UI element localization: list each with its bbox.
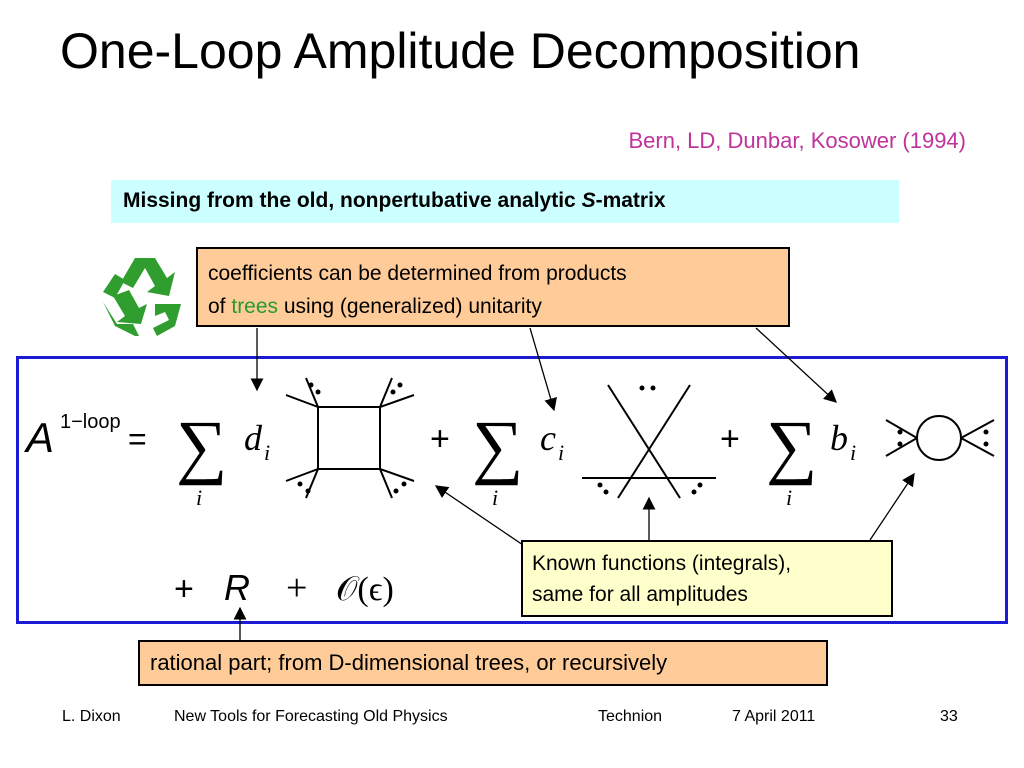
sum-index-2: i xyxy=(492,485,498,510)
known-line2: same for all amplitudes xyxy=(532,583,748,606)
annotation-arrows xyxy=(233,327,915,640)
slide-title: One-Loop Amplitude Decomposition xyxy=(60,23,861,79)
missing-note: Missing from the old, nonpertubative ana… xyxy=(111,180,899,223)
amplitude-superscript: 1−loop xyxy=(60,411,121,433)
sum-index-1: i xyxy=(196,485,202,510)
sum-symbol-2: ∑ xyxy=(472,406,523,486)
coefficients-rest: using (generalized) unitarity xyxy=(278,295,542,318)
coefficient-c: c xyxy=(540,418,556,458)
coefficients-of: of xyxy=(208,295,232,318)
footer-date: 7 April 2011 xyxy=(732,708,816,725)
triangle-dots xyxy=(597,385,703,495)
coefficient-b-index: i xyxy=(850,440,856,465)
coefficients-line1: coefficients can be determined from prod… xyxy=(208,262,627,285)
bubble-dots xyxy=(897,429,989,447)
equals-sign: = xyxy=(128,421,147,457)
recycle-icon xyxy=(103,258,181,336)
sum-index-3: i xyxy=(786,485,792,510)
bubble-diagram xyxy=(885,415,995,461)
sum-symbol-1: ∑ xyxy=(176,406,227,486)
coefficient-d: d xyxy=(244,418,263,458)
missing-s: S xyxy=(581,189,596,212)
coefficients-line2: of trees using (generalized) unitarity xyxy=(208,290,778,323)
trees-word: trees xyxy=(231,295,279,318)
plus-sign-1: + xyxy=(430,420,450,458)
footer-page-number: 33 xyxy=(940,708,958,725)
sum-symbol-3: ∑ xyxy=(766,406,817,486)
missing-prefix: Missing from the old, nonpertubative ana… xyxy=(123,189,582,212)
plus-sign-3: + xyxy=(174,570,194,608)
coefficients-note: coefficients can be determined from prod… xyxy=(196,247,790,327)
order-epsilon: 𝒪(ϵ) xyxy=(336,571,394,608)
triangle-diagram xyxy=(582,384,716,499)
authors-citation: Bern, LD, Dunbar, Kosower (1994) xyxy=(628,128,966,153)
coefficient-d-index: i xyxy=(264,440,270,465)
known-functions-note: Known functions (integrals), same for al… xyxy=(521,540,893,617)
rational-part-note: rational part; from D-dimensional trees,… xyxy=(138,640,828,686)
formula-box xyxy=(16,356,1008,624)
plus-sign-2: + xyxy=(720,420,740,458)
footer-talk-title: New Tools for Forecasting Old Physics xyxy=(174,708,448,725)
rational-R: R xyxy=(224,567,250,608)
coefficient-c-index: i xyxy=(558,440,564,465)
box-diagram xyxy=(285,377,415,499)
coefficient-b: b xyxy=(830,418,848,458)
amplitude-A: A xyxy=(23,414,54,461)
plus-sign-4: + xyxy=(286,567,307,609)
footer-venue: Technion xyxy=(598,708,663,725)
footer-author: L. Dixon xyxy=(62,708,121,725)
box-dots xyxy=(297,382,407,494)
missing-suffix: -matrix xyxy=(595,189,666,212)
known-line1: Known functions (integrals), xyxy=(532,552,792,575)
